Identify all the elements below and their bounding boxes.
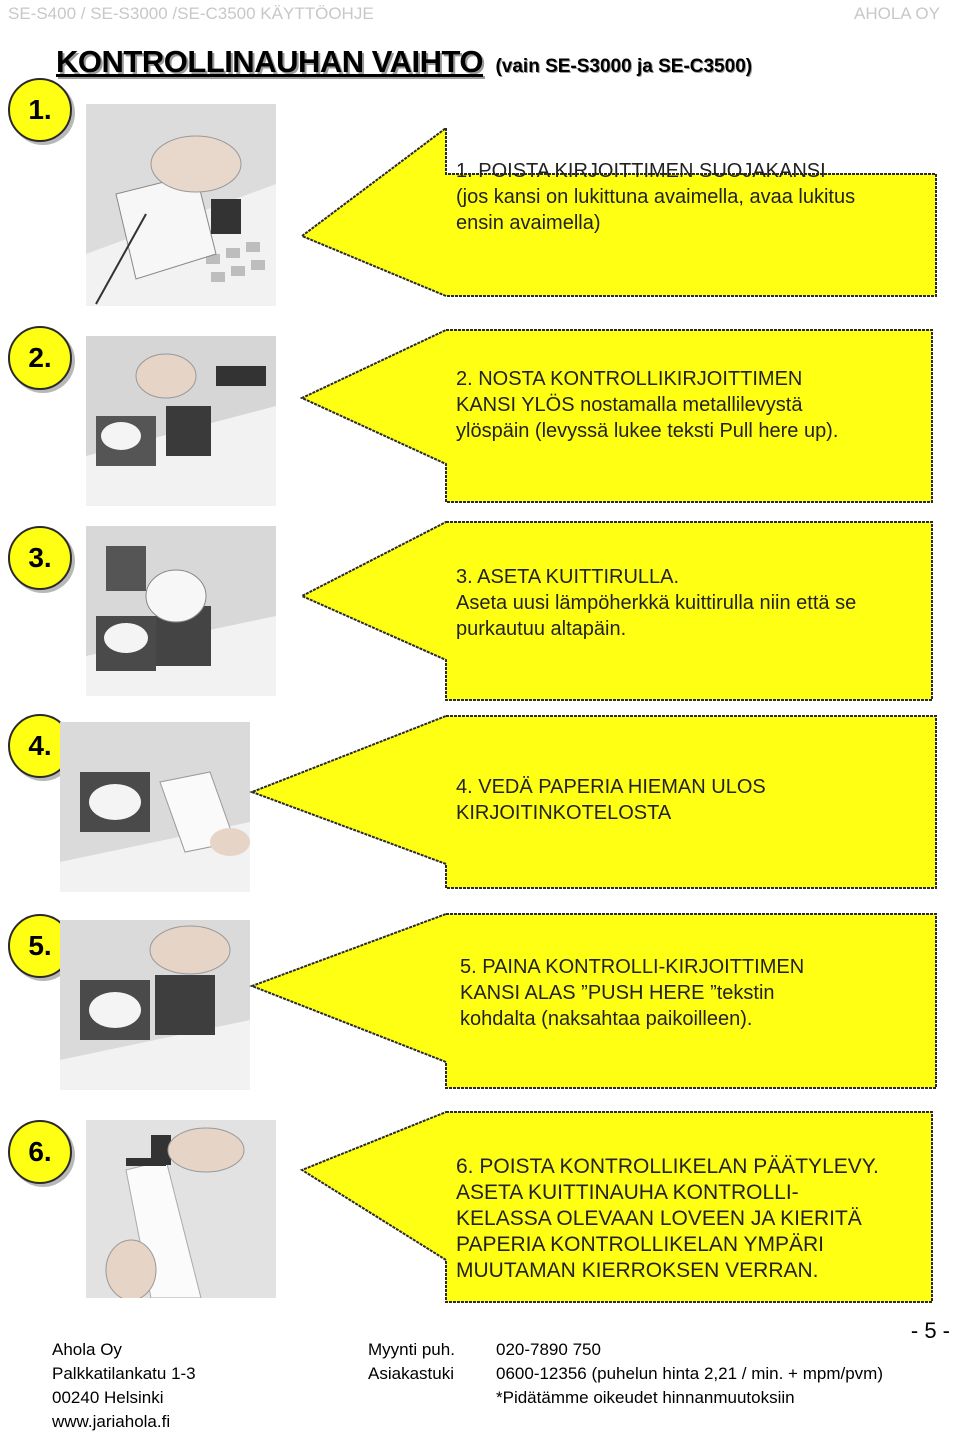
step-1-line: (jos kansi on lukittuna avaimella, avaa …: [456, 186, 856, 208]
step-2-line: ylöspäin (levyssä lukee teksti Pull here…: [456, 420, 839, 442]
page-title-sub: (vain SE-S3000 ja SE-C3500): [495, 56, 753, 77]
footer-support-label: Asiakastuki: [368, 1364, 454, 1383]
step-2-line: KANSI YLÖS nostamalla metallilevystä: [456, 394, 803, 416]
footer-support-phone: 0600-12356 (puhelun hinta 2,21 / min. + …: [496, 1364, 883, 1383]
step-1-badge: 1.: [8, 78, 72, 142]
page-title: KONTROLLINAUHAN VAIHTO (vain SE-S3000 ja…: [56, 44, 752, 80]
step-1-photo: [86, 104, 276, 306]
step-4-line: 4. VEDÄ PAPERIA HIEMAN ULOS: [456, 776, 766, 798]
step-3-text: 3. ASETA KUITTIRULLA. Aseta uusi lämpöhe…: [456, 564, 926, 642]
step-4-arrow: 4. VEDÄ PAPERIA HIEMAN ULOS KIRJOITINKOT…: [249, 714, 940, 892]
step-1-text: 1. POISTA KIRJOITTIMEN SUOJAKANSI (jos k…: [456, 158, 926, 236]
step-6-text: 6. POISTA KONTROLLIKELAN PÄÄTYLEVY. ASET…: [456, 1154, 930, 1284]
step-5-line: kohdalta (naksahtaa paikoilleen).: [460, 1008, 753, 1030]
step-5-line: KANSI ALAS ”PUSH HERE ”tekstin: [460, 982, 775, 1004]
step-6-photo: [86, 1120, 276, 1298]
step-5-photo: [60, 920, 250, 1090]
step-6-line: 6. POISTA KONTROLLIKELAN PÄÄTYLEVY.: [456, 1155, 879, 1178]
step-3-badge: 3.: [8, 526, 72, 590]
footer-price-notice: *Pidätämme oikeudet hinnanmuutoksiin: [496, 1388, 795, 1407]
step-1-line: ensin avaimella): [456, 212, 601, 234]
step-2-arrow: 2. NOSTA KONTROLLIKIRJOITTIMEN KANSI YLÖ…: [299, 329, 940, 506]
step-3-line: purkautuu altapäin.: [456, 618, 627, 640]
step-5-text: 5. PAINA KONTROLLI-KIRJOITTIMEN KANSI AL…: [460, 954, 930, 1032]
step-4-text: 4. VEDÄ PAPERIA HIEMAN ULOS KIRJOITINKOT…: [456, 774, 926, 826]
step-5-line: 5. PAINA KONTROLLI-KIRJOITTIMEN: [460, 956, 805, 978]
step-2-photo: [86, 336, 276, 506]
footer-address: Palkkatilankatu 1-3: [52, 1364, 196, 1383]
step-3-photo: [86, 526, 276, 696]
footer-website-link[interactable]: www.jariahola.fi: [52, 1412, 171, 1431]
step-4-photo: [60, 722, 250, 892]
footer-contact-values: 020-7890 750 0600-12356 (puhelun hinta 2…: [496, 1338, 883, 1410]
step-6-arrow: 6. POISTA KONTROLLIKELAN PÄÄTYLEVY. ASET…: [299, 1110, 940, 1306]
step-1-line: 1. POISTA KIRJOITTIMEN SUOJAKANSI: [456, 160, 826, 182]
step-1-arrow: 1. POISTA KIRJOITTIMEN SUOJAKANSI (jos k…: [300, 124, 940, 300]
step-4-line: KIRJOITINKOTELOSTA: [456, 802, 672, 824]
footer-company-name: Ahola Oy: [52, 1340, 122, 1359]
footer-contact-labels: Myynti puh. Asiakastuki: [368, 1338, 455, 1386]
step-2-text: 2. NOSTA KONTROLLIKIRJOITTIMEN KANSI YLÖ…: [456, 366, 926, 444]
footer-sales-label: Myynti puh.: [368, 1340, 455, 1359]
document-header-company: AHOLA OY: [854, 4, 940, 23]
step-3-line: 3. ASETA KUITTIRULLA.: [456, 566, 680, 588]
footer-company: Ahola Oy Palkkatilankatu 1-3 00240 Helsi…: [52, 1338, 196, 1434]
step-2-line: 2. NOSTA KONTROLLIKIRJOITTIMEN: [456, 368, 803, 390]
step-6-line: MUUTAMAN KIERROKSEN VERRAN.: [456, 1259, 819, 1282]
step-2-badge: 2.: [8, 326, 72, 390]
footer-city: 00240 Helsinki: [52, 1388, 164, 1407]
step-6-line: KELASSA OLEVAAN LOVEEN JA KIERITÄ: [456, 1207, 862, 1230]
step-3-line: Aseta uusi lämpöherkkä kuittirulla niin …: [456, 592, 857, 614]
page-title-main: KONTROLLINAUHAN VAIHTO: [56, 44, 484, 79]
step-6-line: PAPERIA KONTROLLIKELAN YMPÄRI: [456, 1233, 825, 1256]
step-3-arrow: 3. ASETA KUITTIRULLA. Aseta uusi lämpöhe…: [299, 520, 940, 704]
document-header-title: SE-S400 / SE-S3000 /SE-C3500 KÄYTTÖOHJE: [8, 4, 374, 23]
step-5-arrow: 5. PAINA KONTROLLI-KIRJOITTIMEN KANSI AL…: [249, 912, 940, 1092]
step-6-badge: 6.: [8, 1120, 72, 1184]
page-number: - 5 -: [910, 1318, 950, 1343]
step-6-line: ASETA KUITTINAUHA KONTROLLI-: [456, 1181, 799, 1204]
footer-sales-phone: 020-7890 750: [496, 1340, 601, 1359]
